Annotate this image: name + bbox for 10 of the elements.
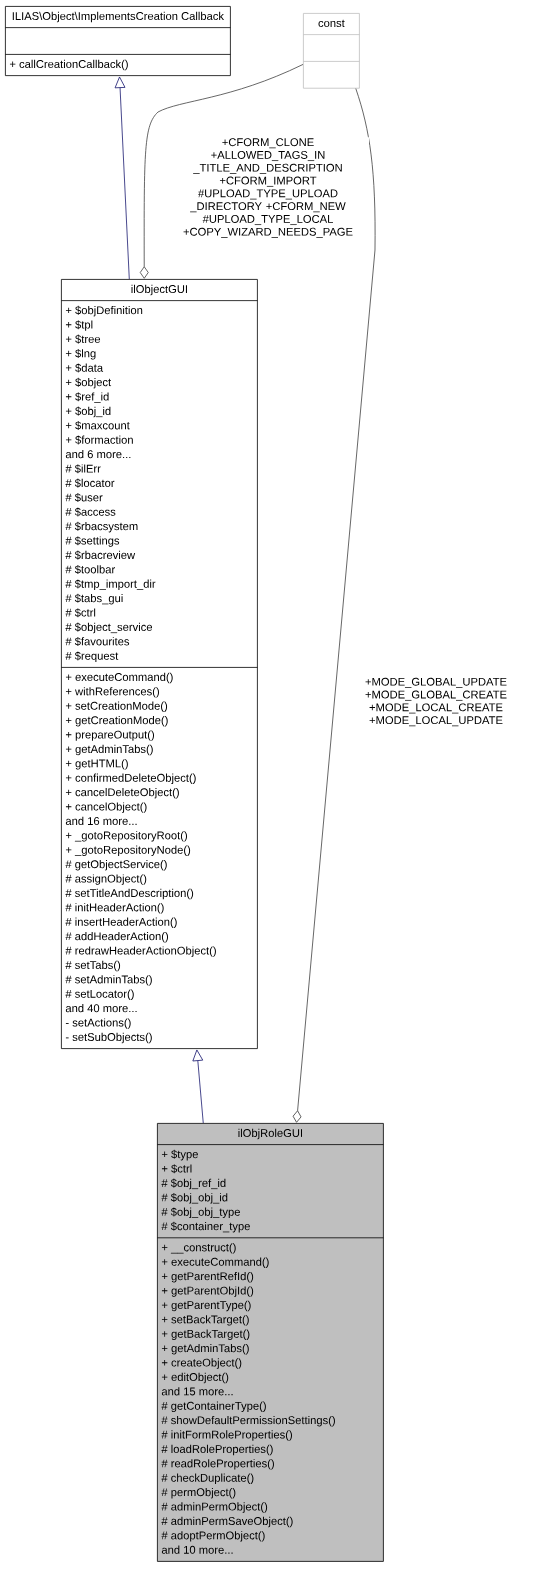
class-box: ilObjectGUI + $objDefinition + $tpl + $tree + $lng + $data + $object + $ref_id + $obj_id + $maxcount + $formaction and 6 more... # $ilErr # $locator # $user # $access # $rbacsystem # $settings # $rbacreview # $toolbar # $tmp_import_dir # $tabs_gui # $ctrl # $object_service # $favourites # $request + executeCommand() + withReferences() + setCreationMode() + getCreationMode() + prepareOutput() + getAdminTabs() + getHTML() + confirmedDeleteObject() + cancelDeleteObject() + cancelObject() and 16 more... + _gotoRepositoryRoot() + _gotoRepositoryNode() # getObjectService() # assignObject() # setTitleAndDescription() # initHeaderAction() # insertHeaderAction() # addHeaderAction() # redrawHeaderActionObject() # setTabs() # setAdminTabs() # setLocator() and 40 more... - setActions() - setSubObjects() bbox=[61, 279, 258, 1049]
inheritance-arrow bbox=[192, 1049, 204, 1124]
edge-label: +MODE_GLOBAL_UPDATE +MODE_GLOBAL_CREATE +MODE_LOCAL_CREATE +MODE_LOCAL_UPDATE bbox=[350, 676, 522, 728]
aggregation-connector bbox=[292, 88, 376, 1123]
aggregation-connector bbox=[139, 64, 304, 279]
edge-label: +CFORM_CLONE +ALLOWED_TAGS_IN _TITLE_AND_DESCRIPTION +CFORM_IMPORT #UPLOAD_TYPE_UPLOAD _DIRECTORY +CFORM_NEW #UPLOAD_TYPE_LOCAL +COPY_WIZARD_NEEDS_PAGE bbox=[167, 137, 369, 239]
class-box: const bbox=[303, 13, 360, 89]
inheritance-arrow bbox=[114, 76, 130, 280]
class-box: ILIAS\Object\ImplementsCreation Callback + callCreationCallback() bbox=[5, 6, 231, 77]
class-box: ilObjRoleGUI + $type + $ctrl # $obj_ref_id # $obj_obj_id # $obj_obj_type # $container_type + __construct() + executeCommand() + getParentRefId() + getParentObjId() + getParentType() + setBackTarget() + getBackTarget() + getAdminTabs() + createObject() + editObject() and 15 more... # getContainerType() # showDefaultPermissionSettings() # initFormRoleProperties() # loadRoleProperties() # readRoleProperties() # checkDuplicate() # permObject() # adminPermObject() # adminPermSaveObject() # adoptPermObject() and 10 more... bbox=[157, 1123, 384, 1562]
